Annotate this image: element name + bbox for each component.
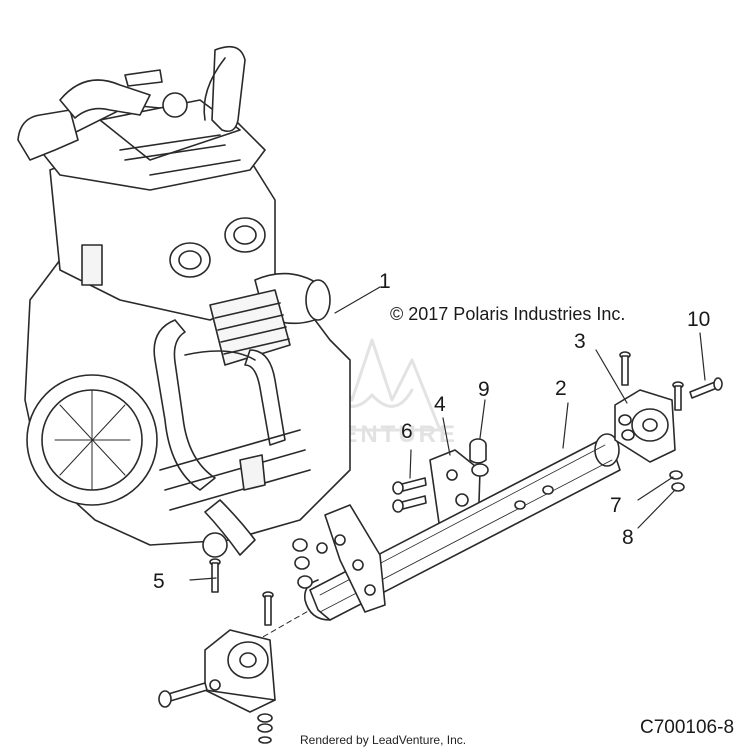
callout-5: 5 [153,570,165,593]
tube-bracket [324,504,386,613]
callout-10: 10 [687,308,711,331]
callout-7: 7 [610,494,622,517]
callout-2: 2 [555,377,567,400]
rendered-by-text: Rendered by LeadVenture, Inc. [300,733,467,747]
callout-1: 1 [379,270,391,293]
bolts-6 [392,477,427,513]
callout-9: 9 [478,378,490,401]
diagram-id: C700106-8 [640,717,735,738]
upper-mount [614,351,723,492]
callout-3: 3 [574,330,586,353]
bushings-left [292,538,328,589]
bolt-5 [209,558,274,626]
callout-4: 4 [434,393,446,416]
callout-6: 6 [401,420,413,443]
bushing-9 [469,438,489,477]
engine-assembly [17,45,351,558]
lower-mount [158,629,276,744]
callout-8: 8 [622,526,634,549]
leader-lines [189,286,706,581]
copyright-text: © 2017 Polaris Industries Inc. [390,304,626,324]
